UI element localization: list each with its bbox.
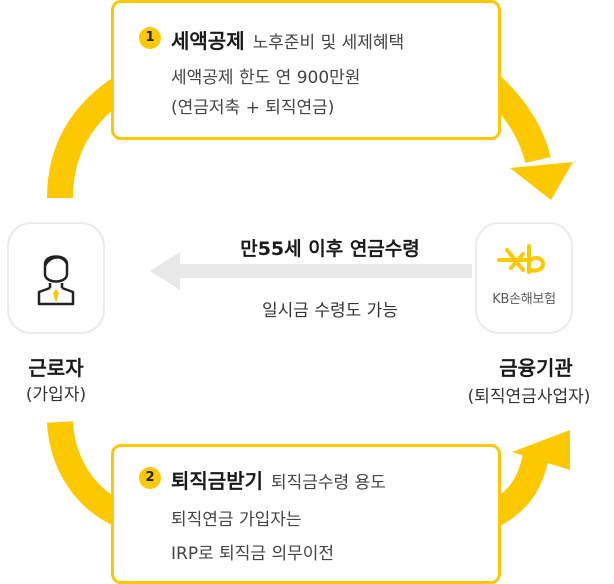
gray-arrow-shaft (172, 264, 472, 278)
worker-label: 근로자 (28, 356, 84, 380)
retirement-pay-heading: 퇴직금받기 퇴직금수령 용도 (171, 465, 386, 494)
retirement-pay-box: 2 퇴직금받기 퇴직금수령 용도 퇴직연금 가입자는 IRP로 퇴직금 의무이전 (111, 444, 501, 584)
institution-sub-label: (퇴직연금사업자) (467, 387, 591, 407)
tax-deduction-scope: (연금저축 + 퇴직연금) (171, 98, 335, 118)
retirement-pay-line1: 퇴직연금 가입자는 (171, 510, 302, 530)
worker-card (7, 222, 105, 334)
tax-deduction-box: 1 세액공제 노후준비 및 세제혜택 세액공제 한도 연 900만원 (연금저축 … (111, 0, 501, 140)
tax-deduction-title: 세액공제 (171, 29, 245, 53)
kb-logo-text: KB손해보험 (492, 292, 556, 307)
retirement-pay-line2: IRP로 퇴직금 의무이전 (171, 544, 335, 564)
worker-sub-label: (가입자) (25, 385, 87, 405)
tax-deduction-heading: 세액공제 노후준비 및 세제혜택 (171, 25, 404, 54)
arrowhead-down-right (510, 162, 573, 200)
tax-deduction-subtitle: 노후준비 및 세제혜택 (252, 33, 405, 53)
step-number-2: 2 (139, 467, 161, 489)
kb-logo-icon (497, 244, 546, 274)
retirement-pay-title: 퇴직금받기 (171, 469, 263, 493)
step-number-1: 1 (139, 27, 161, 49)
retirement-pay-subtitle: 퇴직금수령 용도 (271, 473, 386, 493)
pension-receipt-text: 만55세 이후 연금수령 (240, 238, 420, 260)
institution-label: 금융기관 (499, 356, 573, 380)
institution-card: KB손해보험 (475, 222, 573, 334)
gray-arrowhead-left (150, 252, 180, 290)
arrowhead-up-right (512, 430, 570, 470)
tax-deduction-limit: 세액공제 한도 연 900만원 (171, 68, 361, 88)
lump-sum-text: 일시금 수령도 가능 (262, 301, 398, 321)
worker-icon (37, 255, 75, 306)
arc-arrow-left-top (47, 74, 132, 199)
